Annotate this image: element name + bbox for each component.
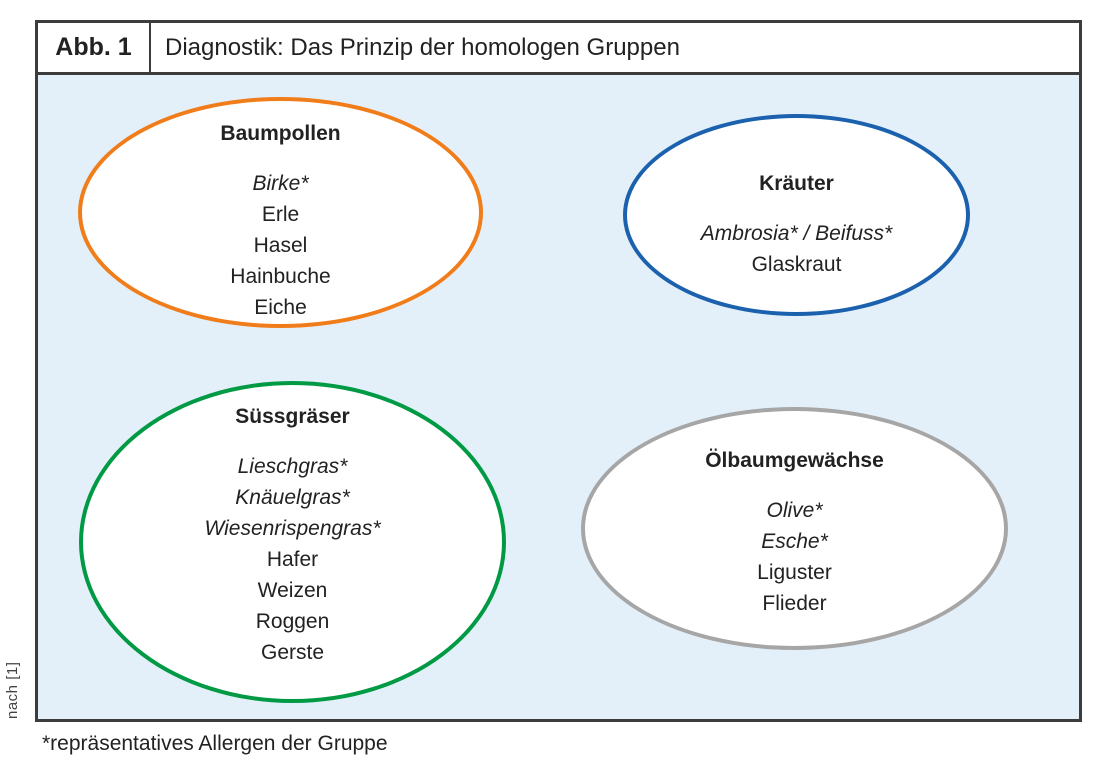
group-item: Birke* bbox=[252, 172, 309, 195]
group-item: Weizen bbox=[257, 579, 328, 602]
group-item: Lieschgras* bbox=[237, 455, 348, 478]
group-item: Hasel bbox=[253, 234, 308, 257]
group-ellipse-kraeuter: Kräuter Ambrosia* / Beifuss* Glaskraut bbox=[623, 114, 970, 316]
group-title: Baumpollen bbox=[220, 122, 341, 145]
group-title: Kräuter bbox=[759, 172, 834, 195]
group-item: Liguster bbox=[757, 561, 832, 584]
group-item: Gerste bbox=[260, 641, 325, 664]
group-item: Eiche bbox=[254, 296, 307, 319]
group-item: Glaskraut bbox=[751, 253, 842, 276]
figure-header: Abb. 1 Diagnostik: Das Prinzip der homol… bbox=[35, 20, 1082, 75]
group-title: Süssgräser bbox=[235, 405, 350, 428]
group-item: Hainbuche bbox=[230, 265, 331, 288]
group-ellipse-baumpollen: Baumpollen Birke* Erle Hasel Hainbuche E… bbox=[78, 97, 483, 328]
group-item: Olive* bbox=[766, 499, 823, 522]
source-note: nach [1] bbox=[4, 661, 21, 719]
group-item: Hafer bbox=[266, 548, 319, 571]
group-title: Ölbaumgewächse bbox=[705, 449, 884, 472]
group-ellipse-suessgraeser: Süssgräser Lieschgras* Knäuelgras* Wiese… bbox=[79, 381, 506, 703]
group-item: Knäuelgras* bbox=[235, 486, 350, 509]
footnote: *repräsentatives Allergen der Gruppe bbox=[42, 732, 388, 755]
group-item: Wiesenrispengras* bbox=[204, 517, 381, 540]
group-item: Flieder bbox=[762, 592, 827, 615]
group-item: Ambrosia* / Beifuss* bbox=[700, 222, 893, 245]
group-item: Esche* bbox=[761, 530, 828, 553]
group-ellipse-oelbaumgewaechse: Ölbaumgewächse Olive* Esche* Liguster Fl… bbox=[581, 407, 1008, 650]
figure-label: Abb. 1 bbox=[38, 23, 151, 72]
diagram-panel: Baumpollen Birke* Erle Hasel Hainbuche E… bbox=[35, 72, 1082, 722]
group-item: Roggen bbox=[255, 610, 330, 633]
figure-title: Diagnostik: Das Prinzip der homologen Gr… bbox=[165, 33, 680, 61]
group-item: Erle bbox=[261, 203, 300, 226]
